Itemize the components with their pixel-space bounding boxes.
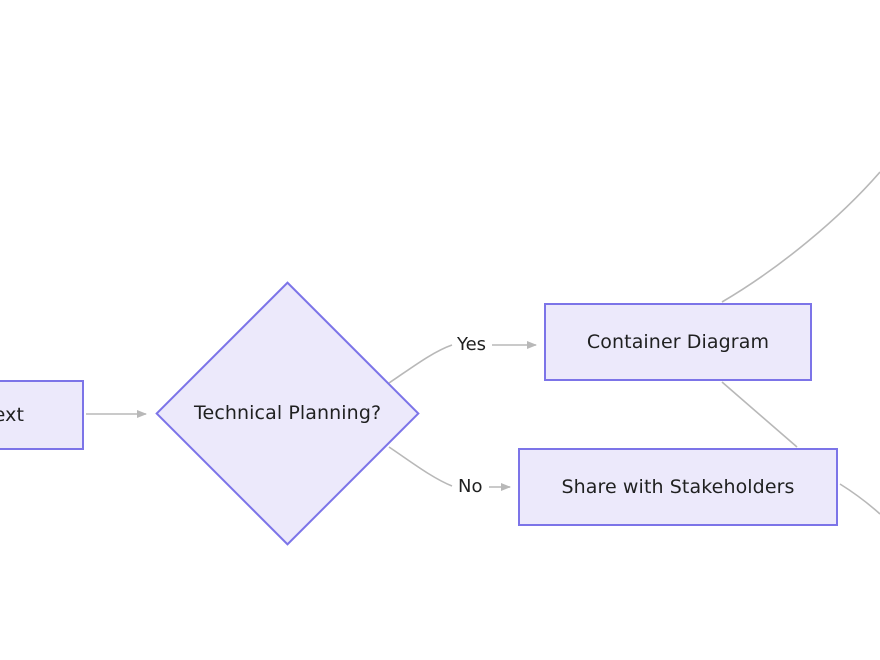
node-share-with-stakeholders-label: Share with Stakeholders (561, 475, 795, 498)
edge-label-yes: Yes (454, 333, 490, 356)
edge-planning-yes-to-container (388, 344, 453, 384)
node-share-with-stakeholders[interactable]: Share with Stakeholders (518, 448, 838, 526)
edge-container-to-offscreen-top-right (721, 171, 880, 303)
node-container-diagram[interactable]: Container Diagram (544, 303, 812, 381)
node-technical-planning[interactable]: Technical Planning? (155, 281, 420, 546)
edge-label-no: No (455, 475, 486, 498)
edge-share-to-offscreen-bottom-right (839, 483, 880, 515)
edge-container-to-share (721, 381, 798, 448)
node-container-diagram-label: Container Diagram (586, 330, 770, 353)
node-system-context[interactable]: ntext (0, 380, 84, 450)
node-system-context-label: ntext (0, 403, 25, 426)
node-technical-planning-label: Technical Planning? (193, 402, 382, 425)
edge-planning-no-to-share (388, 446, 453, 487)
